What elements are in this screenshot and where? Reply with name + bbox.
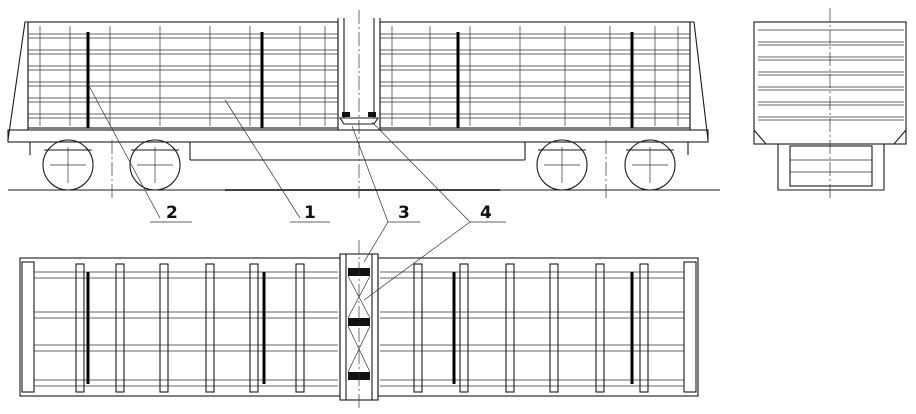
leader-lines xyxy=(87,83,506,301)
callout-2: 2 xyxy=(166,203,178,223)
side-view xyxy=(7,10,720,198)
callout-4: 4 xyxy=(480,203,492,223)
plan-view xyxy=(19,240,699,410)
right-stack xyxy=(379,21,691,129)
left-stack xyxy=(27,21,339,129)
end-view xyxy=(753,8,907,200)
callout-labels: 2 1 3 4 xyxy=(166,203,492,223)
bogie-right xyxy=(536,139,676,198)
callout-3: 3 xyxy=(398,203,410,223)
center-separator xyxy=(337,10,381,198)
bogie-left xyxy=(42,139,181,198)
callout-1: 1 xyxy=(304,203,316,223)
